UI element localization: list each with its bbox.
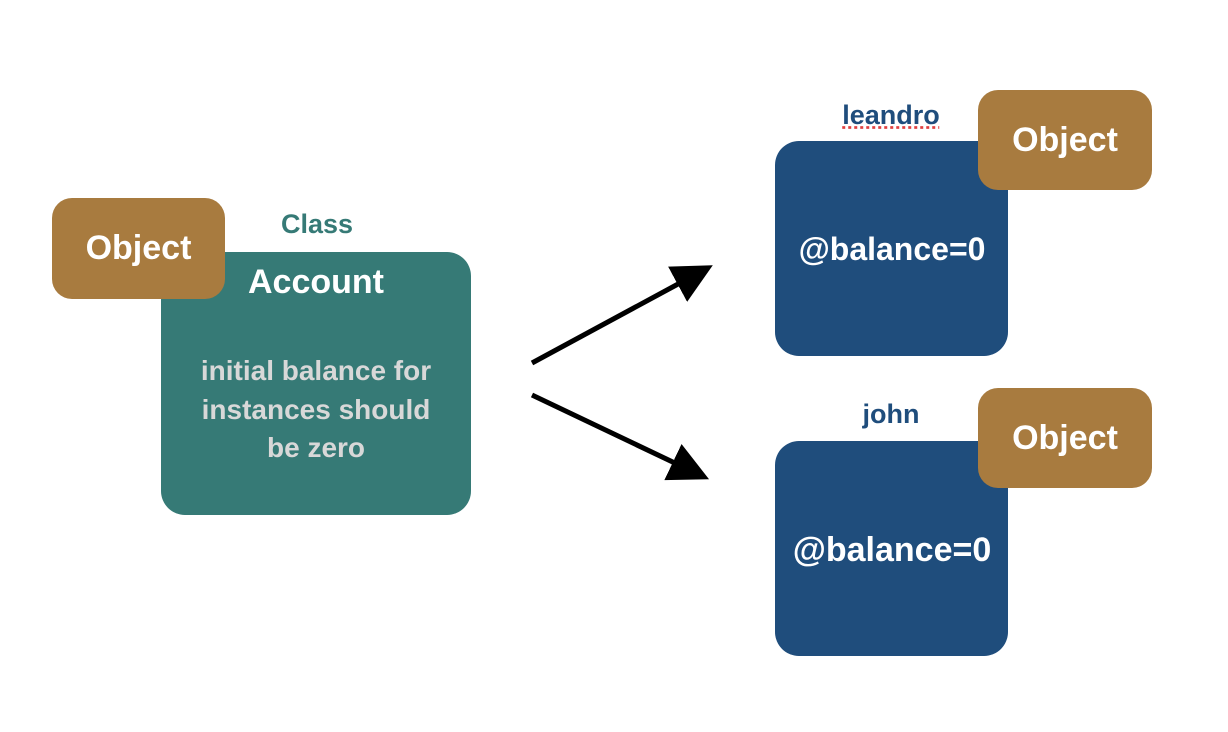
instance-label-john: john — [862, 399, 920, 429]
instance-label-leandro: leandro — [842, 100, 940, 130]
arrow-to-john — [530, 392, 710, 481]
description-line: instances should — [201, 393, 431, 425]
class-description: initial balance for instances should be … — [201, 352, 431, 468]
instance-box-john — [775, 441, 1008, 656]
instance-box-leandro — [775, 141, 1008, 356]
object-tag: Object — [52, 198, 225, 299]
arrow-to-leandro — [530, 265, 713, 366]
object-tag: Object — [978, 90, 1152, 190]
class-title: Account — [248, 263, 384, 301]
class-label: Class — [280, 209, 354, 239]
instance-value: @balance=0 — [798, 231, 986, 267]
instance-value: @balance=0 — [792, 531, 992, 569]
description-line: initial balance for — [200, 355, 432, 386]
description-line: be zero — [266, 432, 366, 463]
object-tag: Object — [978, 388, 1152, 488]
